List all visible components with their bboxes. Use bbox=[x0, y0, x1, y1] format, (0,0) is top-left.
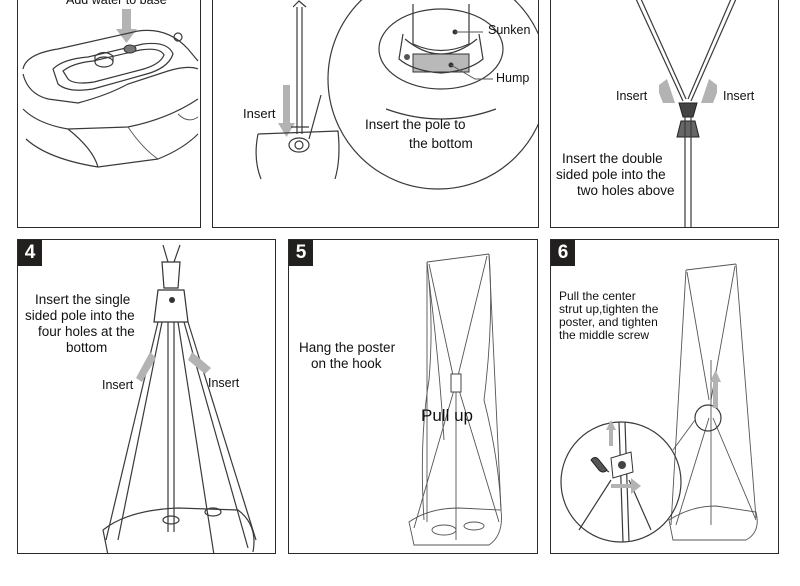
double-pole-illustration bbox=[635, 0, 737, 227]
step-3-panel: Insert Insert Insert the double sided po… bbox=[550, 0, 779, 228]
step-3-instruction-line1: Insert the double bbox=[562, 151, 663, 166]
step-2-instruction-line1: Insert the pole to bbox=[365, 117, 466, 132]
step-1-instruction: Add water to base bbox=[66, 0, 167, 7]
step-6-instruction-line2: strut up,tighten the bbox=[559, 302, 659, 316]
step-6-instruction-line3: poster, and tighten bbox=[559, 315, 658, 329]
step-6-instruction-line1: Pull the center bbox=[559, 289, 636, 303]
insert-left-label: Insert bbox=[102, 378, 134, 392]
step-3-instruction-line3: two holes above bbox=[577, 183, 675, 198]
step-3-instruction-line2: sided pole into the bbox=[556, 167, 666, 182]
step-5-instruction-line2: on the hook bbox=[311, 356, 382, 371]
sunken-label: Sunken bbox=[488, 23, 531, 37]
step-5-instruction-line1: Hang the poster bbox=[299, 340, 396, 355]
step-4-instruction-line3: four holes at the bbox=[38, 324, 135, 339]
step-6-badge: 6 bbox=[551, 240, 575, 266]
step-4-instruction-line2: sided pole into the bbox=[25, 308, 135, 323]
step-2-instruction-line2: the bottom bbox=[409, 136, 473, 151]
water-base-illustration bbox=[22, 9, 199, 168]
pole-insert-illustration bbox=[255, 0, 538, 190]
hump-label: Hump bbox=[496, 71, 530, 85]
step-4-badge: 4 bbox=[18, 240, 42, 266]
insert-left-label: Insert bbox=[616, 89, 648, 103]
step-1-panel: Add water to base bbox=[17, 0, 201, 228]
insert-right-label: Insert bbox=[208, 376, 240, 390]
single-pole-illustration bbox=[102, 244, 257, 553]
step-6-panel: 6 Pull the center strut up,tighten the bbox=[550, 239, 779, 554]
tighten-screw-illustration bbox=[560, 263, 758, 543]
step-4-panel: 4 Insert the single sided pole into the … bbox=[17, 239, 276, 554]
step-5-badge: 5 bbox=[289, 240, 313, 266]
step-5-panel: 5 Hang the poster on the hook Pull up bbox=[288, 239, 538, 554]
step-6-instruction-line4: the middle screw bbox=[559, 328, 650, 342]
step-4-instruction-line4: bottom bbox=[66, 340, 108, 355]
poster-hang-illustration bbox=[408, 253, 502, 546]
insert-label: Insert bbox=[243, 106, 276, 121]
pull-up-label: Pull up bbox=[421, 406, 473, 425]
step-4-instruction-line1: Insert the single bbox=[35, 292, 131, 307]
insert-right-label: Insert bbox=[723, 89, 755, 103]
step-2-panel: Sunken Hump Insert Insert the pole to th… bbox=[212, 0, 539, 228]
